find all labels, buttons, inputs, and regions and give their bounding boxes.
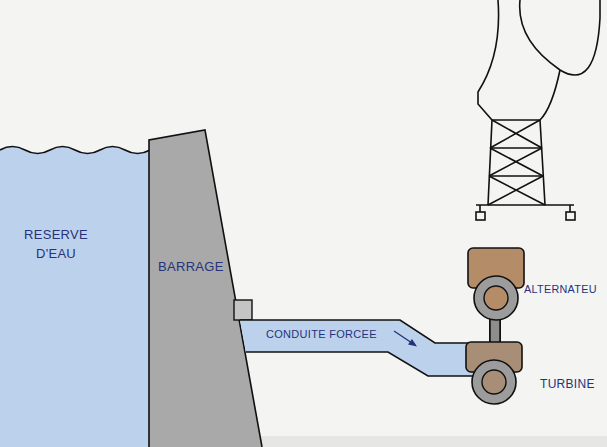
alternator-cylinder-outline [466, 246, 526, 324]
pylon-arm [476, 204, 574, 206]
pylon [476, 0, 600, 220]
pipe-label: CONDUITE FORCEE [266, 327, 384, 343]
insulator [476, 212, 485, 220]
dam-wall: BARRAGE [148, 128, 264, 447]
penstock-pipe: CONDUITE FORCEE [232, 298, 482, 378]
pylon-lattice [488, 120, 545, 205]
pylon-outline [540, 70, 560, 120]
region-label: RESERVE D'EAU [14, 226, 98, 264]
pylon-outline [478, 0, 499, 120]
part-label: ALTERNATEU [524, 282, 597, 298]
pylon-legs [488, 120, 545, 205]
alternator-cylinder: ALTERNATEU [466, 246, 526, 324]
pylon-crossbar [492, 119, 540, 121]
insulator [566, 212, 575, 220]
turbine-cylinder: TURBINE [464, 340, 524, 406]
insulator-hanger [480, 205, 570, 212]
pylon-outline [520, 0, 600, 75]
water-reservoir: RESERVE D'EAU [0, 138, 150, 447]
dam-wall-outline [148, 128, 264, 447]
part-label: TURBINE [540, 376, 595, 393]
turbine-cylinder-outline [464, 340, 524, 406]
water-reservoir-outline [0, 138, 150, 447]
dam-label: BARRAGE [158, 258, 238, 277]
